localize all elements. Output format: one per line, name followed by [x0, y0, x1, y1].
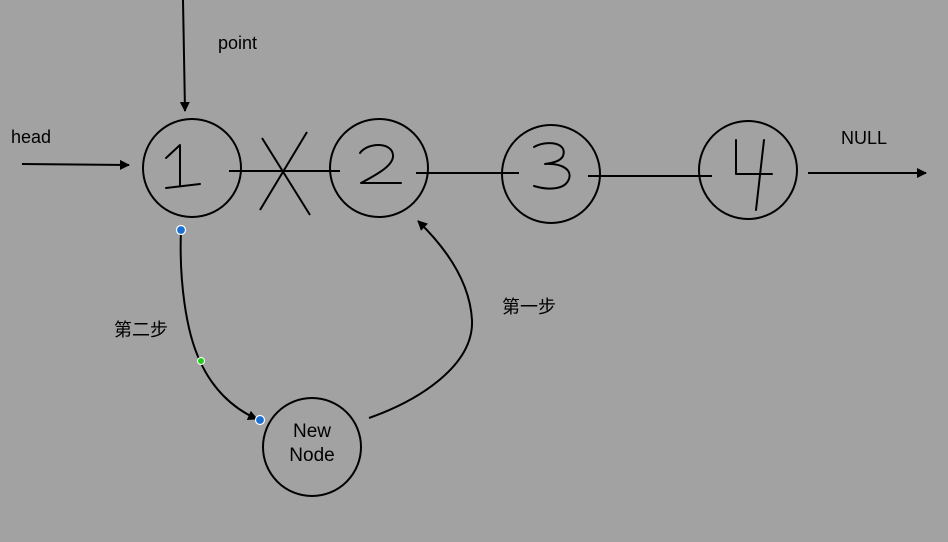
head-label: head [11, 127, 51, 147]
step-two-arrow[interactable] [179, 229, 258, 420]
new-node-label-line1: New [293, 421, 331, 442]
connector-end-handle[interactable] [254, 414, 266, 426]
node-2-glyph [359, 144, 402, 184]
head-arrow [21, 159, 130, 170]
node-1-glyph [165, 144, 201, 189]
point-arrow [179, 0, 190, 112]
node-4 [698, 120, 798, 220]
node-2 [329, 118, 429, 218]
new-node: New Node [262, 397, 362, 497]
connector-start-handle[interactable] [175, 224, 187, 236]
step-two-label: 第二步 [114, 320, 168, 341]
node-3-glyph [533, 142, 571, 190]
step-one-label: 第一步 [502, 297, 556, 318]
connector-mid-handle[interactable] [197, 357, 205, 365]
node-3 [501, 124, 601, 224]
null-label: NULL [841, 128, 887, 148]
node-1 [142, 118, 242, 218]
step-one-arrow [368, 220, 474, 419]
cross-out-mark [259, 131, 311, 216]
node-4-glyph [735, 139, 773, 211]
new-node-label-line2: Node [289, 445, 334, 466]
point-label: point [218, 33, 257, 53]
